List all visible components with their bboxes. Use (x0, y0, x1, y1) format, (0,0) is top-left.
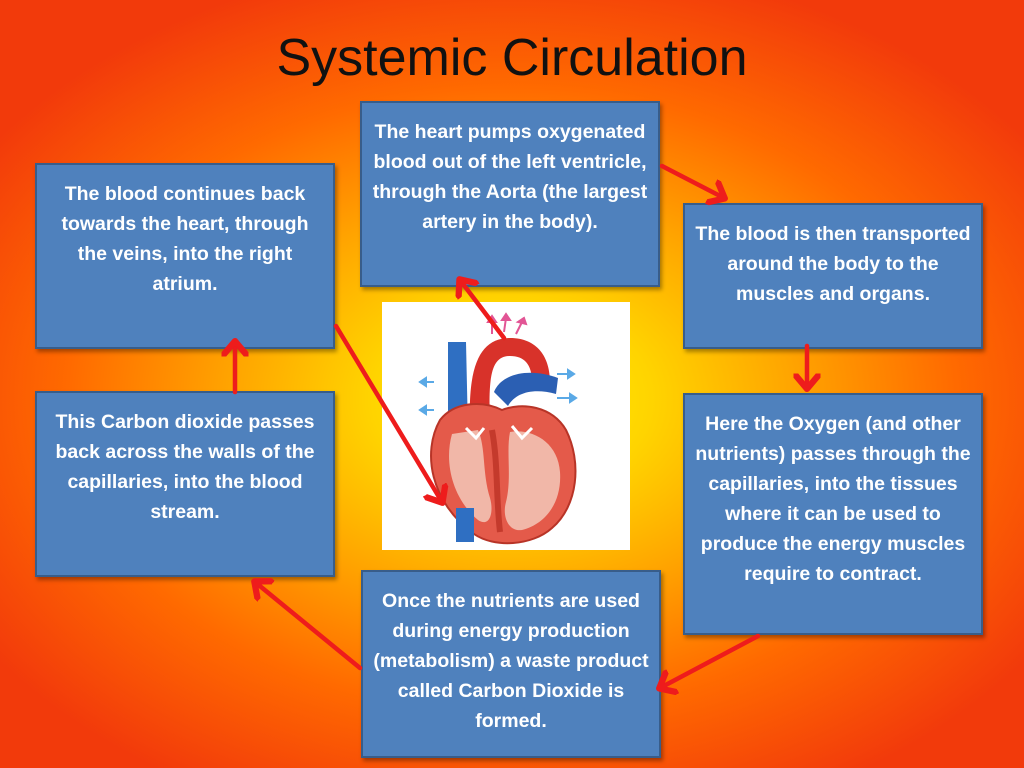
step-5-text: This Carbon dioxide passes back across t… (55, 411, 315, 523)
step-5-box: This Carbon dioxide passes back across t… (35, 391, 335, 577)
step-1-text: The heart pumps oxygenated blood out of … (372, 121, 648, 233)
step-3-text: Here the Oxygen (and other nutrients) pa… (695, 413, 971, 585)
arrow-step1-to-step2 (659, 163, 724, 198)
heart-image (382, 302, 630, 550)
arrow-step4-to-step5 (255, 582, 363, 671)
step-3-box: Here the Oxygen (and other nutrients) pa… (683, 393, 983, 635)
step-4-box: Once the nutrients are used during energ… (361, 570, 661, 758)
arrow-step3-to-step4 (660, 633, 761, 688)
slide-title: Systemic Circulation (276, 29, 748, 87)
step-2-box: The blood is then transported around the… (683, 203, 983, 349)
step-2-text: The blood is then transported around the… (695, 223, 971, 305)
step-6-box: The blood continues back towards the hea… (35, 163, 335, 349)
step-4-text: Once the nutrients are used during energ… (373, 590, 649, 732)
step-1-box: The heart pumps oxygenated blood out of … (360, 101, 660, 287)
step-6-text: The blood continues back towards the hea… (61, 183, 309, 295)
heart-anatomy-icon (418, 312, 578, 545)
